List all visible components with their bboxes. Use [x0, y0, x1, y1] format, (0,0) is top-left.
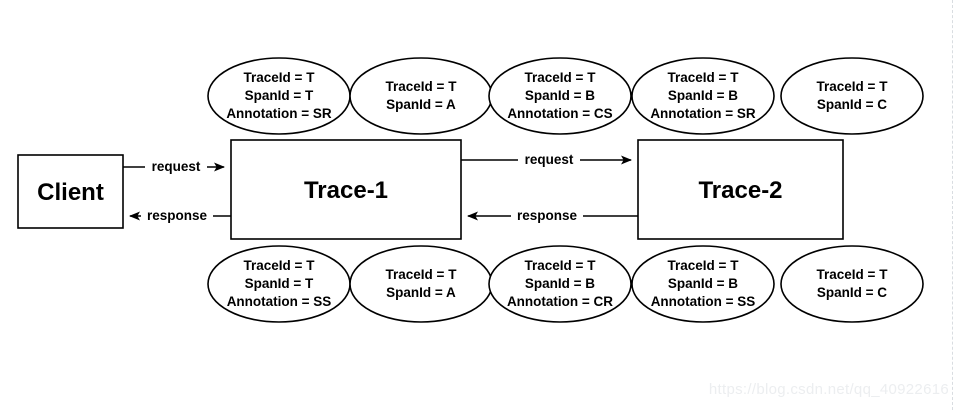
span-ellipse-line: TraceId = T [244, 70, 316, 85]
span-ellipse-line: TraceId = T [525, 70, 597, 85]
span-ellipse-top-3[interactable]: TraceId = T SpanId = B Annotation = CS [488, 57, 632, 135]
edge-label-backdrop [511, 206, 583, 223]
edge-label-backdrop [518, 150, 580, 167]
span-ellipse-top-2[interactable]: TraceId = T SpanId = A [349, 57, 493, 135]
node-trace-1-shape [230, 139, 462, 240]
span-ellipse-line: TraceId = T [668, 258, 740, 273]
span-ellipse-line: SpanId = T [245, 276, 314, 291]
span-ellipse-bottom-1[interactable]: TraceId = T SpanId = T Annotation = SS [207, 245, 351, 323]
node-client-shape [17, 154, 124, 229]
node-trace-2-shape [637, 139, 844, 240]
canvas-right-dashed-border [952, 0, 953, 410]
edge-label-trace2-to-trace1: response [517, 208, 578, 223]
span-ellipse-shape [780, 57, 924, 135]
watermark-text: https://blog.csdn.net/qq_40922616 [708, 381, 949, 398]
span-ellipse-line: SpanId = B [525, 88, 595, 103]
span-ellipse-line: TraceId = T [817, 79, 889, 94]
span-ellipse-line: TraceId = T [668, 70, 740, 85]
span-ellipse-line: SpanId = A [386, 97, 456, 112]
span-ellipse-top-4[interactable]: TraceId = T SpanId = B Annotation = SR [631, 57, 775, 135]
span-ellipse-line: Annotation = CR [507, 294, 613, 309]
node-group: Client Trace-1 Trace-2 [17, 139, 844, 240]
span-ellipse-shape [349, 57, 493, 135]
span-ellipse-line: SpanId = B [525, 276, 595, 291]
span-ellipse-line: Annotation = SS [227, 294, 332, 309]
span-ellipse-line: Annotation = CS [507, 106, 612, 121]
span-ellipse-shape [631, 245, 775, 323]
edge-label-trace1-to-trace2: request [525, 152, 574, 167]
span-ellipse-shape [349, 245, 493, 323]
span-ellipse-line: SpanId = B [668, 88, 738, 103]
span-ellipse-line: SpanId = B [668, 276, 738, 291]
node-trace-2[interactable]: Trace-2 [637, 139, 844, 240]
span-ellipse-line: Annotation = SS [651, 294, 756, 309]
edge-label-group: request response request response [141, 150, 583, 223]
span-ellipse-shape [488, 245, 632, 323]
span-ellipse-line: TraceId = T [244, 258, 316, 273]
span-ellipse-shape [631, 57, 775, 135]
span-ellipse-line: SpanId = C [817, 97, 887, 112]
span-ellipse-line: TraceId = T [817, 267, 889, 282]
edge-label-client-to-trace1: request [152, 159, 201, 174]
node-client[interactable]: Client [17, 154, 124, 229]
span-ellipse-bottom-5[interactable]: TraceId = T SpanId = C [780, 245, 924, 323]
span-ellipse-bottom-4[interactable]: TraceId = T SpanId = B Annotation = SS [631, 245, 775, 323]
span-ellipse-line: Annotation = SR [650, 106, 756, 121]
span-ellipse-group-top: TraceId = T SpanId = T Annotation = SR T… [207, 57, 924, 135]
span-ellipse-bottom-2[interactable]: TraceId = T SpanId = A [349, 245, 493, 323]
span-ellipse-group-bottom: TraceId = T SpanId = T Annotation = SS T… [207, 245, 924, 323]
node-trace-1[interactable]: Trace-1 [230, 139, 462, 240]
span-ellipse-line: TraceId = T [386, 79, 458, 94]
span-ellipse-line: Annotation = SR [226, 106, 332, 121]
span-ellipse-line: TraceId = T [525, 258, 597, 273]
span-ellipse-top-1[interactable]: TraceId = T SpanId = T Annotation = SR [207, 57, 351, 135]
node-client-label: Client [37, 179, 104, 206]
edge-label-backdrop [141, 206, 213, 223]
span-ellipse-shape [780, 245, 924, 323]
span-ellipse-top-5[interactable]: TraceId = T SpanId = C [780, 57, 924, 135]
span-ellipse-line: SpanId = T [245, 88, 314, 103]
edge-label-backdrop [145, 157, 207, 174]
span-ellipse-shape [488, 57, 632, 135]
span-ellipse-line: TraceId = T [386, 267, 458, 282]
node-trace-1-label: Trace-1 [304, 177, 388, 204]
span-ellipse-line: SpanId = C [817, 285, 887, 300]
span-ellipse-bottom-3[interactable]: TraceId = T SpanId = B Annotation = CR [488, 245, 632, 323]
span-ellipse-line: SpanId = A [386, 285, 456, 300]
edge-label-trace1-to-client: response [147, 208, 208, 223]
node-trace-2-label: Trace-2 [698, 177, 782, 204]
